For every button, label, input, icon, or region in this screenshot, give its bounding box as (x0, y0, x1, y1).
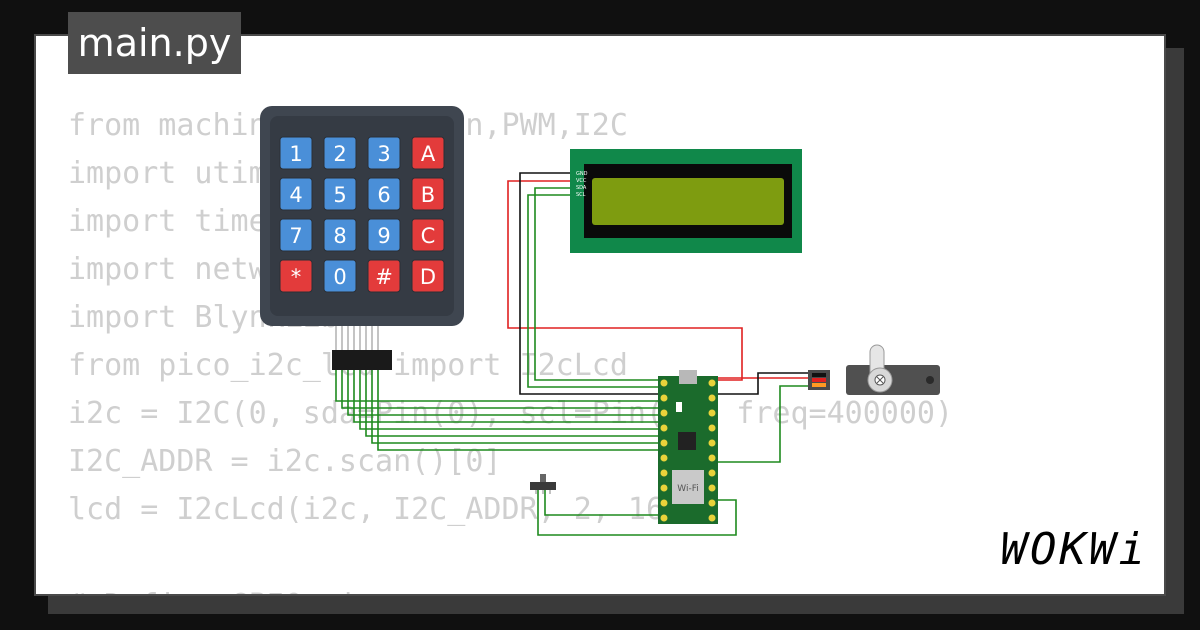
code-line: from pico_i2c_lcd import I2cLcd (68, 348, 628, 383)
wire-switch-1 (544, 490, 660, 516)
keypad-key-label: C (421, 224, 436, 248)
wire-switch-2 (537, 490, 737, 536)
keypad-key-label: 3 (377, 142, 390, 166)
keypad-key-label: * (291, 265, 302, 289)
wire-servo-gnd (716, 372, 808, 395)
keypad-key[interactable] (411, 218, 445, 252)
keypad-key[interactable] (279, 136, 313, 170)
keypad-key[interactable] (323, 259, 357, 293)
keypad-key-label: A (421, 142, 436, 166)
keypad-key[interactable] (367, 259, 401, 293)
wire-keypad-7 (371, 368, 660, 444)
keypad-key-label: 1 (289, 142, 302, 166)
wire-servo-signal (716, 385, 808, 463)
keypad-key-label: 9 (377, 224, 390, 248)
wire-keypad-1 (335, 368, 660, 402)
keypad-key[interactable] (411, 177, 445, 211)
wire-keypad-8 (377, 368, 660, 451)
keypad-key-label: 6 (377, 183, 390, 207)
keypad-key[interactable] (323, 177, 357, 211)
lcd-pin-label: SCL (576, 192, 586, 198)
wire-keypad-3 (347, 368, 660, 416)
wire-sda (534, 187, 660, 381)
keypad-key[interactable] (367, 218, 401, 252)
code-card (34, 34, 1166, 596)
wire-scl (527, 194, 660, 388)
keypad-key[interactable] (411, 259, 445, 293)
wire-gnd (519, 172, 660, 395)
keypad-key[interactable] (279, 177, 313, 211)
keypad-key-label: D (420, 265, 436, 289)
keypad-key-label: 5 (333, 183, 346, 207)
code-line: lcd = I2cLcd(i2c, I2C_ADDR, 2, 16) (68, 492, 683, 527)
keypad[interactable]: 1 2 3 A 4 5 6 B 7 8 9 C * 0 # D (260, 106, 464, 370)
keypad-key-label: 0 (333, 265, 346, 289)
wire-keypad-5 (359, 368, 660, 430)
keypad-key[interactable] (279, 218, 313, 252)
keypad-key[interactable] (367, 136, 401, 170)
wire-keypad-2 (341, 368, 660, 409)
pico-board[interactable]: Wi-Fi (658, 370, 718, 524)
keypad-key-label: # (375, 265, 393, 289)
file-tab[interactable]: main.py (68, 12, 241, 74)
keypad-key-label: 2 (333, 142, 346, 166)
lcd-pin-label: SDA (576, 185, 587, 191)
servo-motor[interactable] (808, 344, 940, 395)
keypad-key[interactable] (411, 136, 445, 170)
keypad-key-label: 8 (333, 224, 346, 248)
code-line: import time (68, 204, 267, 239)
wire-vcc (507, 180, 743, 381)
keypad-key-label: 7 (289, 224, 302, 248)
keypad-key[interactable] (323, 218, 357, 252)
wires (335, 172, 808, 536)
slide-switch[interactable] (530, 474, 556, 494)
keypad-key-label: 4 (289, 183, 302, 207)
code-line: # Define GPIO pins (68, 582, 953, 594)
wifi-label: Wi-Fi (677, 484, 698, 494)
lcd-pin-label: VCC (576, 178, 587, 184)
keypad-key[interactable] (279, 259, 313, 293)
lcd-pin-label: GND (576, 171, 588, 177)
wire-keypad-6 (365, 368, 660, 437)
keypad-key-label: B (421, 183, 435, 207)
keypad-key[interactable] (367, 177, 401, 211)
wire-keypad-4 (353, 368, 660, 423)
keypad-key[interactable] (323, 136, 357, 170)
wokwi-logo: WOKWi (1000, 524, 1148, 575)
